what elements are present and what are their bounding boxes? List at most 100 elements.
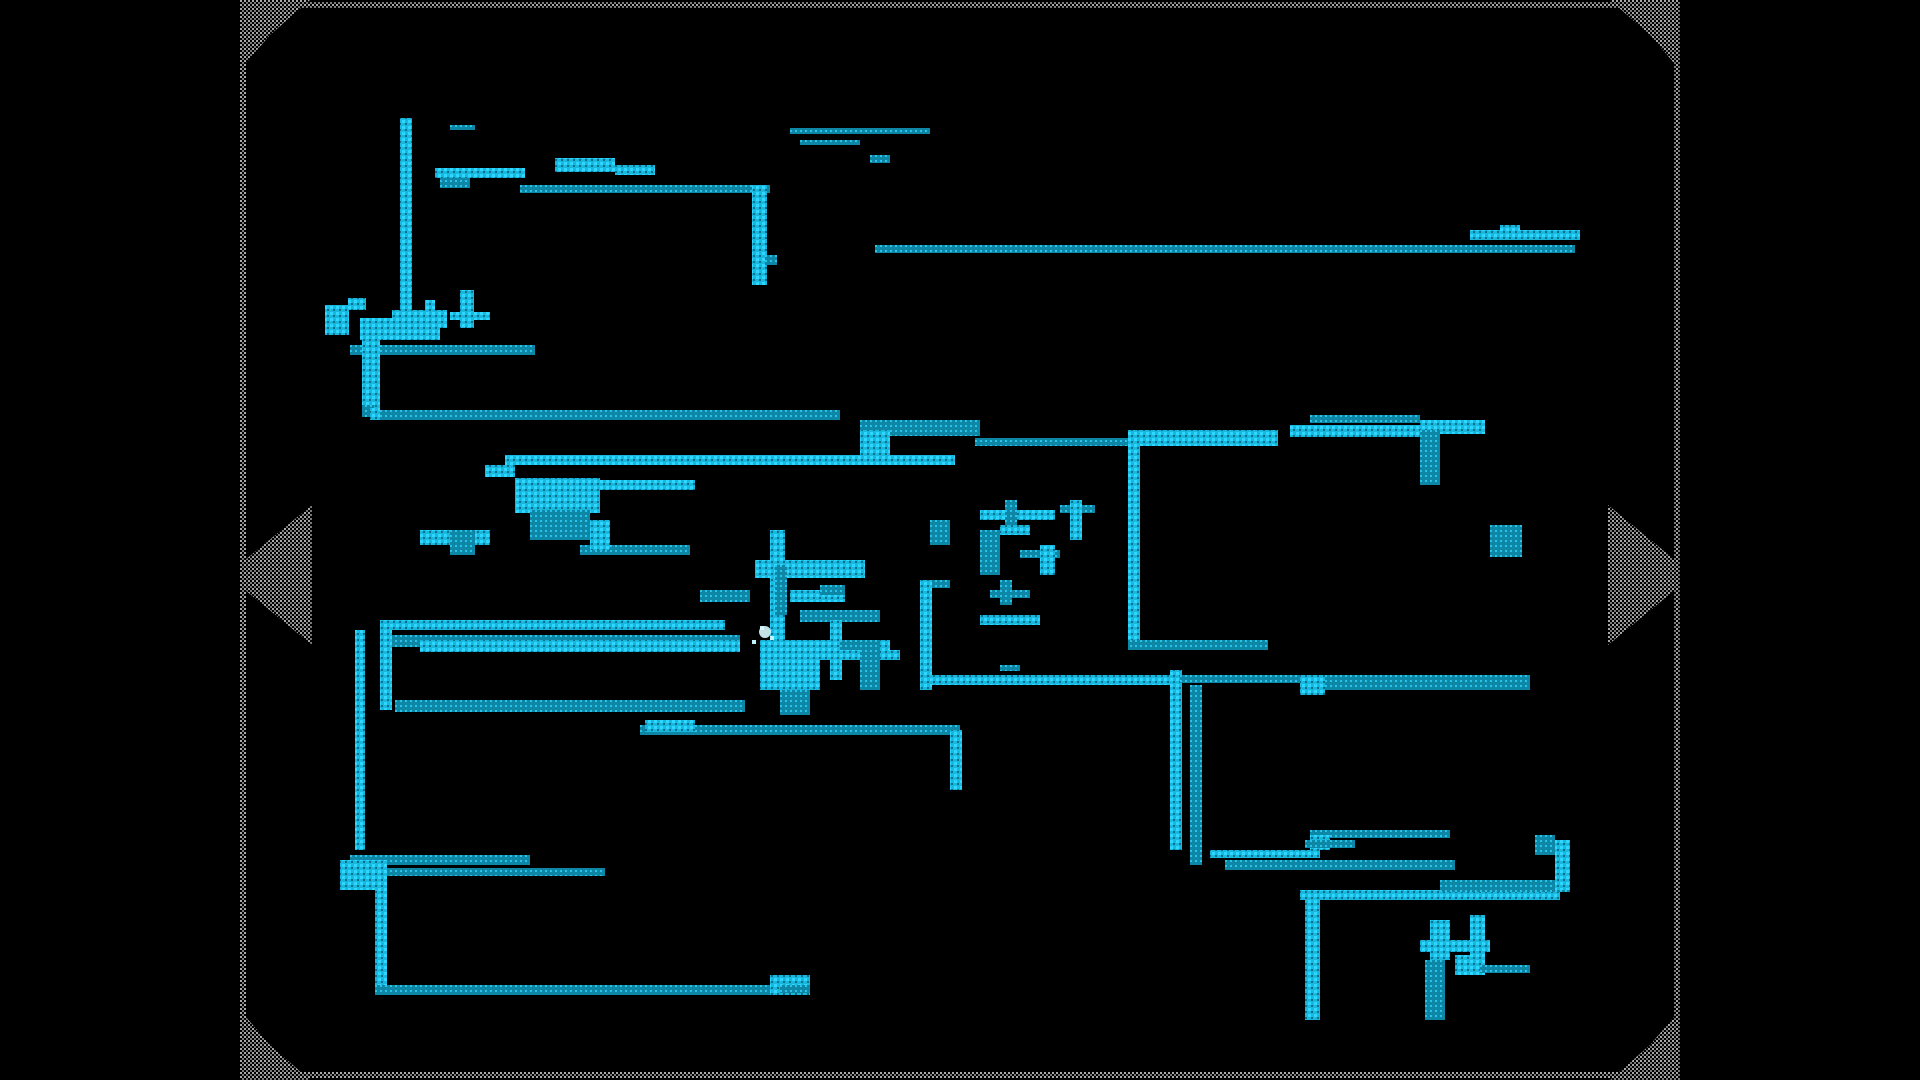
map-room [1180,675,1530,683]
map-room [1000,580,1012,605]
map-room [325,305,349,335]
map-room [555,158,615,172]
map-room [520,185,770,193]
map-room [360,318,440,340]
map-room [780,985,810,993]
map-room [775,565,787,615]
map-room [400,118,412,318]
map-room [1000,665,1020,671]
map-room [1500,225,1520,237]
map-room [800,140,860,145]
map-room [1305,890,1320,1020]
map-room [1480,965,1530,973]
map-room [460,290,474,328]
map-room [1430,920,1450,960]
map-room [1000,525,1030,535]
map-room [1490,525,1522,557]
player-marker [759,626,771,638]
map-room [860,430,890,455]
map-room [1170,670,1182,850]
map-room [590,520,610,550]
map-room [755,560,865,578]
map-room [450,125,475,130]
map-room [752,185,767,285]
map-room [370,868,605,876]
map-room [1420,430,1440,485]
map-room [645,720,695,732]
map-room [860,640,880,690]
map-room [1470,230,1580,240]
map-room [980,615,1040,625]
map-room [1128,435,1140,650]
map-room [930,675,1170,685]
map-room [950,730,962,790]
map-room [1290,425,1420,437]
map-room [530,510,590,540]
map-room [615,165,655,175]
map-room [385,620,725,630]
map-room [450,530,475,555]
map-frame [240,2,1680,1078]
corner-ornament-bottom-left [240,1010,310,1080]
map-room [348,298,366,310]
map-room [1040,545,1055,575]
map-room [980,510,1055,520]
map-room [1555,840,1570,890]
map-room [1070,500,1082,540]
map-room [340,860,380,890]
side-ornament-right [1608,505,1675,645]
map-room [790,128,930,134]
map-room [375,985,775,995]
map-room [1310,415,1420,423]
map-room [595,480,695,490]
map-room [350,855,530,865]
map-room [920,580,950,588]
map-room [420,640,740,652]
map-room [375,860,387,990]
map-room [370,408,380,420]
frame-ornaments [240,0,1680,1080]
side-ornament-left [245,505,312,645]
player-glint [770,636,774,640]
map-room [870,155,890,163]
map-room [520,485,600,493]
map-room [440,178,470,188]
map-room [1210,850,1320,858]
corner-ornament-top-left [240,0,310,70]
map-room [1225,860,1455,870]
map-room [370,410,840,420]
corner-ornament-bottom-right [1610,1010,1680,1080]
frame-border [240,2,1680,1078]
map-room [700,590,750,602]
map-room [765,255,777,265]
map-room [1300,890,1560,900]
map-room [975,438,1155,446]
map-room [435,168,525,178]
map-room [355,630,365,850]
map-room [1128,430,1278,446]
map-room [1128,640,1268,650]
corner-ornament-top-right [1610,0,1680,70]
map-room [380,620,392,710]
player-glint [752,640,756,644]
map-room [395,700,745,712]
map-room [930,520,950,545]
map-room [350,345,535,355]
map-room [362,340,380,415]
map-room [820,585,845,595]
map-room [1300,675,1325,695]
map-room [450,312,490,320]
map-room [580,545,690,555]
map-room [1310,830,1450,838]
map-room [780,690,810,715]
map-room [1425,960,1445,1020]
map-room [485,465,515,477]
map-room [515,478,600,513]
map-room [1455,955,1475,975]
map-room [1190,685,1202,865]
explored-map [325,118,1580,1020]
map-room [1310,680,1530,690]
map-room [875,245,1575,253]
